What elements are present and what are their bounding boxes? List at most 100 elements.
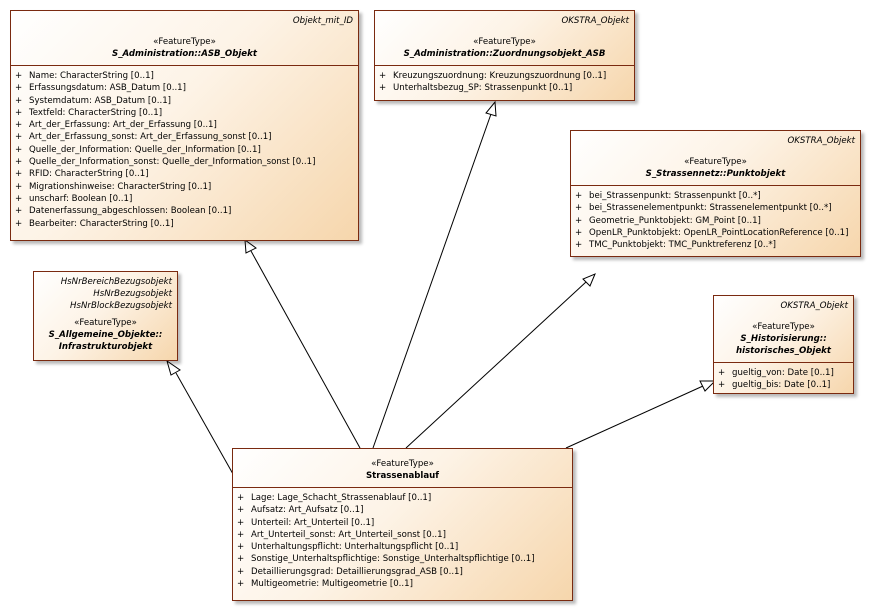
attribute-text: Unterteil: Art_Unterteil [0..1] (251, 517, 375, 528)
attribute-text: Textfeld: CharacterString [0..1] (29, 107, 163, 118)
tagged-value: OKSTRA_Objekt (561, 16, 630, 26)
attribute-row[interactable]: +OpenLR_Punktobjekt: OpenLR_PointLocatio… (571, 227, 860, 239)
class-header: OKSTRA_Objekt «FeatureType» S_Historisie… (714, 296, 853, 362)
class-historisches-objekt[interactable]: OKSTRA_Objekt «FeatureType» S_Historisie… (713, 295, 854, 394)
attribute-text: Art_Unterteil_sonst: Art_Unterteil_sonst… (251, 529, 446, 540)
attribute-text: TMC_Punktobjekt: TMC_Punktreferenz [0..*… (589, 240, 777, 251)
attribute-row[interactable]: +bei_Strassenelementpunkt: Strasseneleme… (571, 202, 860, 214)
attribute-text: Bearbeiter: CharacterString [0..1] (29, 218, 174, 229)
attribute-list: +bei_Strassenpunkt: Strassenpunkt [0..*]… (571, 185, 860, 254)
class-infrastrukturobjekt[interactable]: HsNrBereichBezugsobjekt HsNrBezugsobjekt… (33, 271, 178, 361)
public-visibility-icon: + (15, 193, 23, 204)
attribute-text: Lage: Lage_Schacht_Strassenablauf [0..1] (251, 493, 432, 503)
attribute-row[interactable]: + gueltig_bis: Date [0..1] (714, 379, 853, 391)
class-header: HsNrBereichBezugsobjekt HsNrBezugsobjekt… (34, 272, 177, 358)
public-visibility-icon: + (15, 71, 23, 81)
attribute-text: Sonstige_Unterhaltspflichtige: Sonstige_… (251, 554, 535, 565)
public-visibility-icon: + (718, 368, 726, 378)
attribute-row[interactable]: +Multigeometrie: Multigeometrie [0..1] (233, 578, 572, 590)
class-name: Strassenablauf (365, 471, 440, 481)
attribute-row[interactable]: +Sonstige_Unterhaltspflichtige: Sonstige… (233, 553, 572, 565)
public-visibility-icon: + (237, 493, 245, 503)
attribute-list: + Kreuzungszuordnung: Kreuzungszuordnung … (375, 65, 634, 98)
attribute-row[interactable]: +TMC_Punktobjekt: TMC_Punktreferenz [0..… (571, 239, 860, 251)
attribute-row[interactable]: +Erfassungsdatum: ASB_Datum [0..1] (11, 82, 358, 94)
attribute-text: Name: CharacterString [0..1] (29, 71, 154, 81)
public-visibility-icon: + (575, 203, 583, 214)
attribute-row[interactable]: +Art_der_Erfassung: Art_der_Erfassung [0… (11, 119, 358, 131)
public-visibility-icon: + (15, 181, 23, 192)
public-visibility-icon: + (15, 206, 23, 217)
stereotype-label: «FeatureType» (684, 157, 747, 167)
class-strassenablauf[interactable]: «FeatureType» Strassenablauf + Lage: Lage… (232, 448, 573, 601)
attribute-list: +Name: CharacterString [0..1] +Erfassung… (11, 65, 358, 233)
attribute-row[interactable]: +RFID: CharacterString [0..1] (11, 168, 358, 180)
attribute-text: gueltig_von: Date [0..1] (732, 368, 834, 378)
attribute-row[interactable]: + Textfeld: CharacterString [0..1] (11, 107, 358, 119)
attribute-row[interactable]: + Kreuzungszuordnung: Kreuzungszuordnung … (375, 70, 634, 82)
attribute-text: Art_der_Erfassung_sonst: Art_der_Erfassu… (29, 132, 272, 143)
attribute-text: Unterhaltungspflicht: Unterhaltungspflic… (251, 542, 459, 553)
attribute-row[interactable]: + Name: CharacterString [0..1] (11, 70, 358, 82)
public-visibility-icon: + (15, 218, 23, 229)
tagged-value: OKSTRA_Objekt (780, 301, 849, 311)
attribute-row[interactable]: +Geometrie_Punktobjekt: GM_Point [0..1] (571, 215, 860, 227)
public-visibility-icon: + (379, 71, 387, 81)
attribute-text: Quelle_der_Information: Quelle_der_Infor… (29, 144, 261, 155)
attribute-row[interactable]: +Quelle_der_Information_sonst: Quelle_de… (11, 156, 358, 168)
tagged-value: HsNrBereichBezugsobjekt (60, 277, 172, 287)
public-visibility-icon: + (718, 380, 726, 391)
edge-to-historisches-objekt (565, 380, 717, 449)
attribute-row[interactable]: +Unterhaltungspflicht: Unterhaltungspfli… (233, 541, 572, 553)
tagged-value: OKSTRA_Objekt (787, 136, 856, 146)
attribute-text: Kreuzungszuordnung: Kreuzungszuordnung [… (393, 71, 607, 81)
attribute-text: Erfassungsdatum: ASB_Datum [0..1] (29, 83, 187, 94)
attribute-row[interactable]: +Systemdatum: ASB_Datum [0..1] (11, 95, 358, 107)
public-visibility-icon: + (237, 517, 245, 528)
tagged-value: Objekt_mit_ID (292, 16, 353, 26)
class-name-line-2: historisches_Objekt (736, 346, 831, 356)
class-asb-objekt[interactable]: Objekt_mit_ID «FeatureType» S_Administra… (10, 10, 359, 241)
edge-to-infrastrukturobjekt (166, 359, 234, 475)
attribute-row[interactable]: + Lage: Lage_Schacht_Strassenablauf [0..1… (233, 492, 572, 504)
class-name: S_Strassennetz::Punktobjekt (645, 169, 786, 179)
public-visibility-icon: + (237, 529, 245, 540)
attribute-row[interactable]: + Art_Unterteil_sonst: Art_Unterteil_sons… (233, 529, 572, 541)
attribute-row[interactable]: +bei_Strassenpunkt: Strassenpunkt [0..*] (571, 190, 860, 202)
class-name-line-1: S_Allgemeine_Objekte:: (48, 330, 163, 340)
attribute-row[interactable]: + gueltig_von: Date [0..1] (714, 367, 853, 379)
edge-to-punktobjekt (405, 273, 596, 449)
attribute-text: gueltig_bis: Date [0..1] (732, 380, 831, 391)
class-header: Objekt_mit_ID «FeatureType» S_Administra… (11, 11, 358, 65)
attribute-text: Aufsatz: Art_Aufsatz [0..1] (251, 505, 364, 516)
attribute-row[interactable]: +Datenerfassung_abgeschlossen: Boolean [… (11, 205, 358, 217)
class-punktobjekt[interactable]: OKSTRA_Objekt «FeatureType» S_Strassenne… (570, 130, 861, 257)
class-header: OKSTRA_Objekt «FeatureType» S_Strassenne… (571, 131, 860, 185)
public-visibility-icon: + (15, 157, 23, 168)
attribute-row[interactable]: + Quelle_der_Information: Quelle_der_Info… (11, 144, 358, 156)
attribute-row[interactable]: +unscharf: Boolean [0..1] (11, 193, 358, 205)
stereotype-label: «FeatureType» (74, 318, 137, 328)
public-visibility-icon: + (15, 132, 23, 143)
attribute-list: + gueltig_von: Date [0..1] + gueltig_bis: … (714, 362, 853, 395)
attribute-text: Systemdatum: ASB_Datum [0..1] (29, 95, 172, 106)
public-visibility-icon: + (237, 566, 245, 577)
public-visibility-icon: + (15, 107, 23, 118)
class-header: «FeatureType» Strassenablauf (233, 449, 572, 487)
stereotype-label: «FeatureType» (473, 37, 536, 47)
public-visibility-icon: + (15, 144, 23, 155)
attribute-text: OpenLR_Punktobjekt: OpenLR_PointLocation… (589, 227, 849, 238)
attribute-list: + Lage: Lage_Schacht_Strassenablauf [0..1… (233, 487, 572, 593)
attribute-row[interactable]: + Unterteil: Art_Unterteil [0..1] (233, 517, 572, 529)
attribute-text: Detaillierungsgrad: Detaillierungsgrad_A… (251, 566, 463, 577)
public-visibility-icon: + (15, 169, 23, 180)
attribute-row[interactable]: +Unterhaltsbezug_SP: Strassenpunkt [0..1… (375, 82, 634, 94)
class-name-line-1: S_Historisierung:: (740, 334, 827, 344)
attribute-row[interactable]: +Aufsatz: Art_Aufsatz [0..1] (233, 504, 572, 516)
attribute-row[interactable]: + Art_der_Erfassung_sonst: Art_der_Erfass… (11, 131, 358, 143)
attribute-row[interactable]: + Detaillierungsgrad: Detaillierungsgrad_… (233, 566, 572, 578)
attribute-row[interactable]: + Bearbeiter: CharacterString [0..1] (11, 218, 358, 230)
attribute-row[interactable]: +Migrationshinweise: CharacterString [0.… (11, 181, 358, 193)
stereotype-label: «FeatureType» (153, 37, 216, 47)
class-zuordnungsobjekt-asb[interactable]: OKSTRA_Objekt «FeatureType» S_Administra… (374, 10, 635, 101)
